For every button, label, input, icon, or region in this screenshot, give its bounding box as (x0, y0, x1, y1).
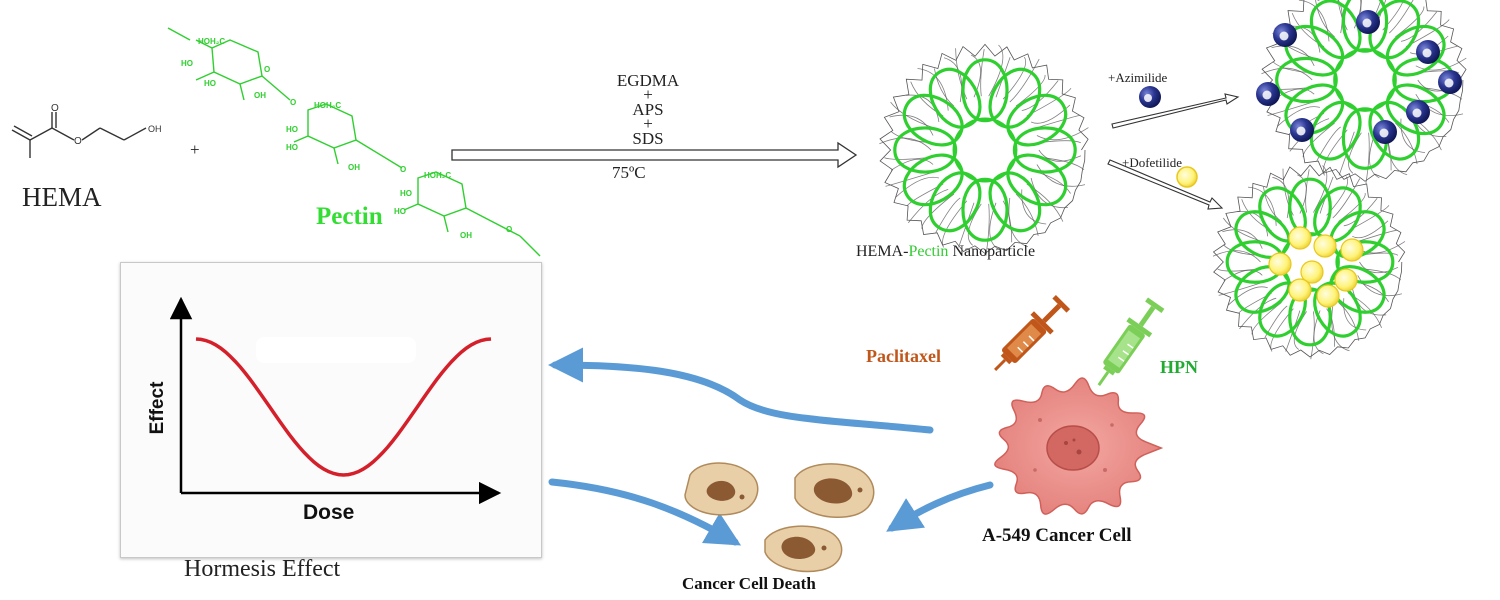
reagent-plus-2: + (643, 114, 653, 133)
hema-pectin-nanoparticle (879, 43, 1089, 256)
svg-text:OH: OH (254, 91, 266, 100)
svg-text:O: O (506, 225, 512, 234)
cancer-cell-death-label: Cancer Cell Death (682, 574, 816, 593)
azimilide-label: +Azimilide (1108, 70, 1168, 85)
plot-blank-label-area (256, 337, 416, 363)
azimilide-bead-shine (1412, 108, 1422, 118)
dofetilide-label: +Dofetilide (1122, 155, 1183, 170)
hpn-label: HPN (1160, 357, 1198, 377)
dofetilide-bead (1316, 284, 1340, 308)
pectin-atom-labels: HOH₂C HO HO OH O O HOH₂C HO HO OH O HOH₂… (181, 37, 512, 240)
paclitaxel-label: Paclitaxel (866, 346, 941, 366)
svg-text:HO: HO (286, 125, 298, 134)
svg-text:HOH₂C: HOH₂C (424, 171, 451, 180)
plus-sign: + (190, 140, 200, 159)
hormesis-curve (195, 337, 492, 477)
dofetilide-bead (1288, 278, 1312, 302)
svg-text:HOH₂C: HOH₂C (314, 101, 341, 110)
dofetilide-bead-icon (1176, 166, 1198, 188)
nanoparticle-label-suffix: Nanoparticle (948, 243, 1036, 260)
hema-label: HEMA (22, 182, 102, 212)
nanoparticle-label-pectin: Pectin (908, 243, 949, 260)
nanoparticle-label-prefix: HEMA- (856, 243, 909, 260)
reagent-aps: APS (632, 100, 664, 119)
hormesis-plot-frame: Dose Effect (120, 262, 542, 558)
hormesis-plot: Dose Effect (147, 296, 502, 524)
hpn-syringe-icon (1097, 297, 1165, 386)
svg-text:HO: HO (394, 207, 406, 216)
nanoparticle-label: HEMA-Pectin Nanoparticle (856, 243, 1035, 261)
hema-ester-o: O (74, 136, 82, 147)
azimilide-bead-shine (1296, 126, 1306, 136)
azimilide-bead-shine (1379, 128, 1389, 138)
a549-cell-label: A-549 Cancer Cell (982, 525, 1132, 546)
svg-text:HO: HO (286, 143, 298, 152)
x-axis-label: Dose (303, 501, 354, 524)
cell-to-death-arrow (886, 481, 994, 532)
dead-cell-icon-3 (764, 525, 843, 573)
dofetilide-bead (1288, 226, 1312, 250)
svg-text:HO: HO (400, 189, 412, 198)
svg-text:HOH₂C: HOH₂C (198, 37, 225, 46)
azimilide-loading-arrow (1111, 93, 1240, 129)
svg-text:OH: OH (460, 231, 472, 240)
temperature-label: 75ºC (612, 163, 646, 182)
svg-text:O: O (290, 98, 296, 107)
dofetilide-loaded-nanoparticle (1212, 164, 1406, 360)
azimilide-bead-shine (1422, 48, 1432, 58)
paclitaxel-syringe-icon (994, 294, 1071, 371)
svg-text:O: O (264, 65, 270, 74)
svg-text:OH: OH (348, 163, 360, 172)
y-axis-label: Effect (147, 381, 168, 434)
hema-carbonyl-o: O (51, 103, 59, 114)
hormesis-to-death-arrow (548, 478, 742, 546)
hormesis-title: Hormesis Effect (184, 556, 341, 582)
azimilide-bead-shine (1262, 90, 1272, 100)
svg-text:HO: HO (204, 79, 216, 88)
a549-cancer-cell-icon (994, 377, 1164, 515)
reagent-list: EGDMA + APS + SDS (600, 72, 696, 147)
dofetilide-bead (1300, 260, 1324, 284)
dofetilide-bead (1313, 234, 1337, 258)
azimilide-bead-shine (1279, 31, 1289, 41)
dofetilide-bead (1340, 238, 1364, 262)
azimilide-loaded-nanoparticle (1256, 0, 1467, 184)
reagent-sds: SDS (632, 129, 664, 148)
dofetilide-loading-arrow (1107, 159, 1224, 210)
reagent-plus-1: + (643, 85, 653, 104)
dead-cell-icon-2 (794, 463, 875, 519)
reaction-arrow (451, 141, 858, 169)
dead-cell-icon-1 (684, 462, 759, 516)
hema-structure (11, 112, 147, 158)
pectin-structure (167, 27, 541, 257)
hema-oh: OH (148, 124, 162, 134)
azimilide-bead-shine (1362, 18, 1372, 28)
azimilide-bead-highlight (1144, 94, 1152, 102)
dofetilide-bead (1334, 268, 1358, 292)
cell-to-hormesis-arrow (548, 347, 934, 434)
svg-text:HO: HO (181, 59, 193, 68)
svg-text:O: O (400, 165, 406, 174)
reagent-egdma: EGDMA (616, 71, 680, 90)
azimilide-bead-shine (1444, 78, 1454, 88)
dofetilide-bead (1268, 252, 1292, 276)
pectin-label: Pectin (316, 203, 383, 230)
